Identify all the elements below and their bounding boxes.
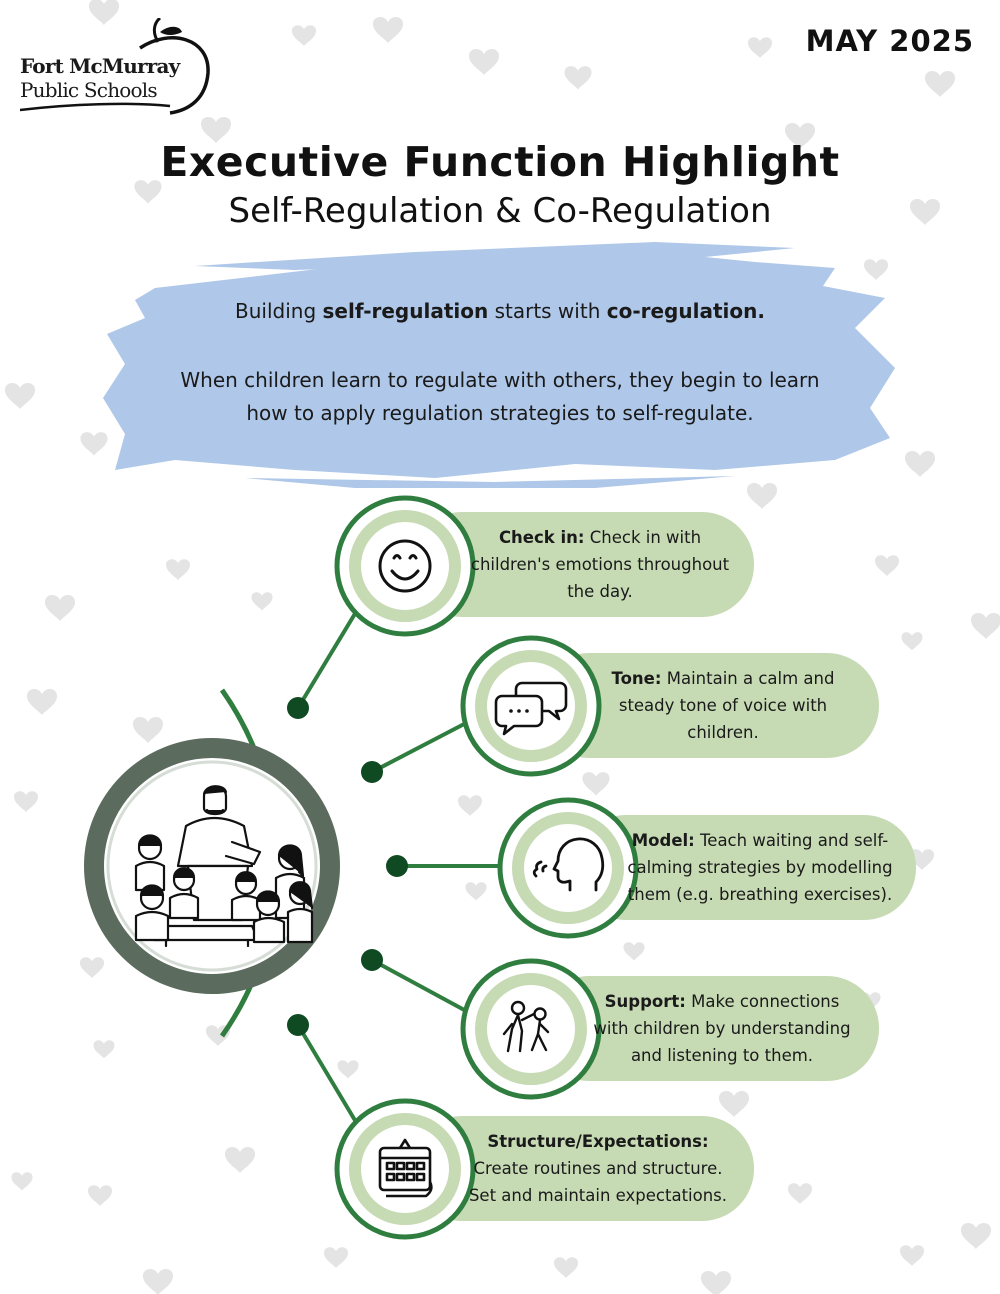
heart-icon bbox=[863, 259, 889, 280]
heart-icon bbox=[564, 66, 592, 90]
intro-bold-self-regulation: self-regulation bbox=[322, 299, 489, 323]
heart-icon bbox=[80, 432, 108, 456]
speech-bubbles-icon bbox=[494, 681, 568, 736]
smiley-face-icon bbox=[378, 539, 432, 593]
heart-icon bbox=[26, 688, 58, 715]
heart-icon bbox=[465, 882, 487, 901]
heart-icon bbox=[457, 795, 483, 816]
strategy-label: Model: bbox=[631, 831, 695, 850]
node-dot-3 bbox=[386, 855, 408, 877]
supporting-people-icon bbox=[502, 1000, 550, 1053]
strategy-text: Create routines and structure. Set and m… bbox=[468, 1159, 728, 1205]
breathing-head-icon bbox=[532, 837, 605, 892]
strategy-label: Structure/Expectations: bbox=[487, 1132, 709, 1151]
strategy-text: Maintain a calm and steady tone of voice… bbox=[618, 669, 835, 742]
icon-circle-3 bbox=[497, 797, 639, 939]
page-title: Executive Function Highlight bbox=[160, 138, 840, 186]
pill-bg-2 bbox=[537, 653, 879, 758]
school-logo: Fort McMurray Public Schools bbox=[20, 18, 220, 118]
brush-stroke-banner bbox=[103, 242, 895, 488]
heart-icon bbox=[337, 1060, 359, 1079]
strategy-text: Check in with children's emotions throug… bbox=[470, 528, 730, 601]
heart-icon bbox=[746, 482, 778, 509]
node-dot-1 bbox=[287, 697, 309, 719]
heart-icon bbox=[87, 1185, 113, 1206]
strategy-diagram bbox=[84, 495, 916, 1240]
heart-icon bbox=[924, 70, 956, 97]
heart-icon bbox=[960, 1222, 992, 1249]
strategy-structure-expectations: Structure/Expectations: Create routines a… bbox=[462, 1116, 734, 1221]
pill-bg-3 bbox=[574, 815, 916, 920]
heart-icon bbox=[582, 772, 610, 796]
teacher-with-students-illustration bbox=[134, 785, 314, 948]
intro-text-pre: Building bbox=[235, 299, 323, 323]
heart-icon bbox=[747, 37, 773, 58]
heart-icon bbox=[901, 632, 923, 651]
heart-icon bbox=[79, 957, 105, 978]
heart-icon bbox=[134, 180, 162, 204]
pill-bg-4 bbox=[537, 976, 879, 1081]
node-dot-4 bbox=[361, 949, 383, 971]
icon-circle-1 bbox=[334, 495, 476, 637]
heart-icon bbox=[11, 1172, 33, 1191]
intro-text-mid: starts with bbox=[488, 299, 607, 323]
heart-icon bbox=[13, 791, 39, 812]
strategy-check-in: Check in: Check in with children's emoti… bbox=[470, 512, 730, 617]
heart-icon bbox=[623, 942, 645, 961]
pill-bg-1 bbox=[410, 512, 754, 617]
heart-icon bbox=[899, 1245, 925, 1266]
strategy-tone: Tone: Maintain a calm and steady tone of… bbox=[598, 653, 848, 758]
page-subtitle: Self-Regulation & Co-Regulation bbox=[228, 191, 772, 231]
heart-icon bbox=[468, 48, 500, 75]
heart-icon bbox=[142, 1269, 174, 1294]
strategy-model: Model: Teach waiting and self-calming st… bbox=[624, 815, 896, 920]
heart-icon bbox=[909, 849, 935, 870]
heart-icon bbox=[784, 122, 816, 149]
heart-icon bbox=[909, 198, 941, 225]
pill-bg-5 bbox=[410, 1116, 754, 1221]
heart-icon bbox=[4, 382, 36, 409]
strategy-label: Tone: bbox=[611, 669, 662, 688]
calendar-icon bbox=[378, 1138, 433, 1198]
heart-icon bbox=[718, 1090, 750, 1117]
heart-icon bbox=[553, 1257, 579, 1278]
heart-icon bbox=[93, 1040, 115, 1059]
heart-icon bbox=[88, 0, 120, 25]
strategy-label: Check in: bbox=[498, 528, 585, 547]
heart-icon bbox=[165, 559, 191, 580]
heart-icon bbox=[291, 25, 317, 46]
heart-icon bbox=[200, 116, 232, 143]
intro-headline: Building self-regulation starts with co-… bbox=[0, 299, 1000, 323]
strategy-support: Support: Make connections with children … bbox=[590, 976, 854, 1081]
branch-line-2 bbox=[371, 720, 469, 774]
branch-line-4 bbox=[371, 958, 469, 1014]
logo-text-line1: Fort McMurray bbox=[20, 54, 180, 78]
heart-icon bbox=[874, 555, 900, 576]
strategy-text: Teach waiting and self-calming strategie… bbox=[627, 831, 893, 904]
branch-line-5 bbox=[296, 1023, 358, 1124]
heart-icon bbox=[224, 1146, 256, 1173]
heart-icon bbox=[251, 592, 273, 611]
intro-paragraph: When children learn to regulate with oth… bbox=[180, 368, 820, 425]
heart-icon bbox=[970, 613, 1000, 639]
heart-icon bbox=[323, 1247, 349, 1268]
logo-text-line2: Public Schools bbox=[20, 78, 158, 102]
intro-bold-co-regulation: co-regulation. bbox=[606, 299, 765, 323]
heart-icon bbox=[372, 16, 404, 43]
strategy-text: Make connections with children by unders… bbox=[593, 992, 851, 1065]
heart-icon bbox=[787, 1183, 813, 1204]
node-dot-2 bbox=[361, 761, 383, 783]
strategy-label: Support: bbox=[604, 992, 686, 1011]
issue-date: MAY 2025 bbox=[805, 24, 974, 58]
heart-icon bbox=[700, 1271, 732, 1294]
node-dot-5 bbox=[287, 1014, 309, 1036]
icon-circle-4 bbox=[460, 958, 602, 1100]
heart-icon bbox=[904, 450, 936, 477]
heart-icon bbox=[44, 594, 76, 621]
branch-line-1 bbox=[296, 610, 358, 710]
apple-logo-icon bbox=[20, 18, 210, 115]
heart-icon bbox=[132, 716, 164, 743]
